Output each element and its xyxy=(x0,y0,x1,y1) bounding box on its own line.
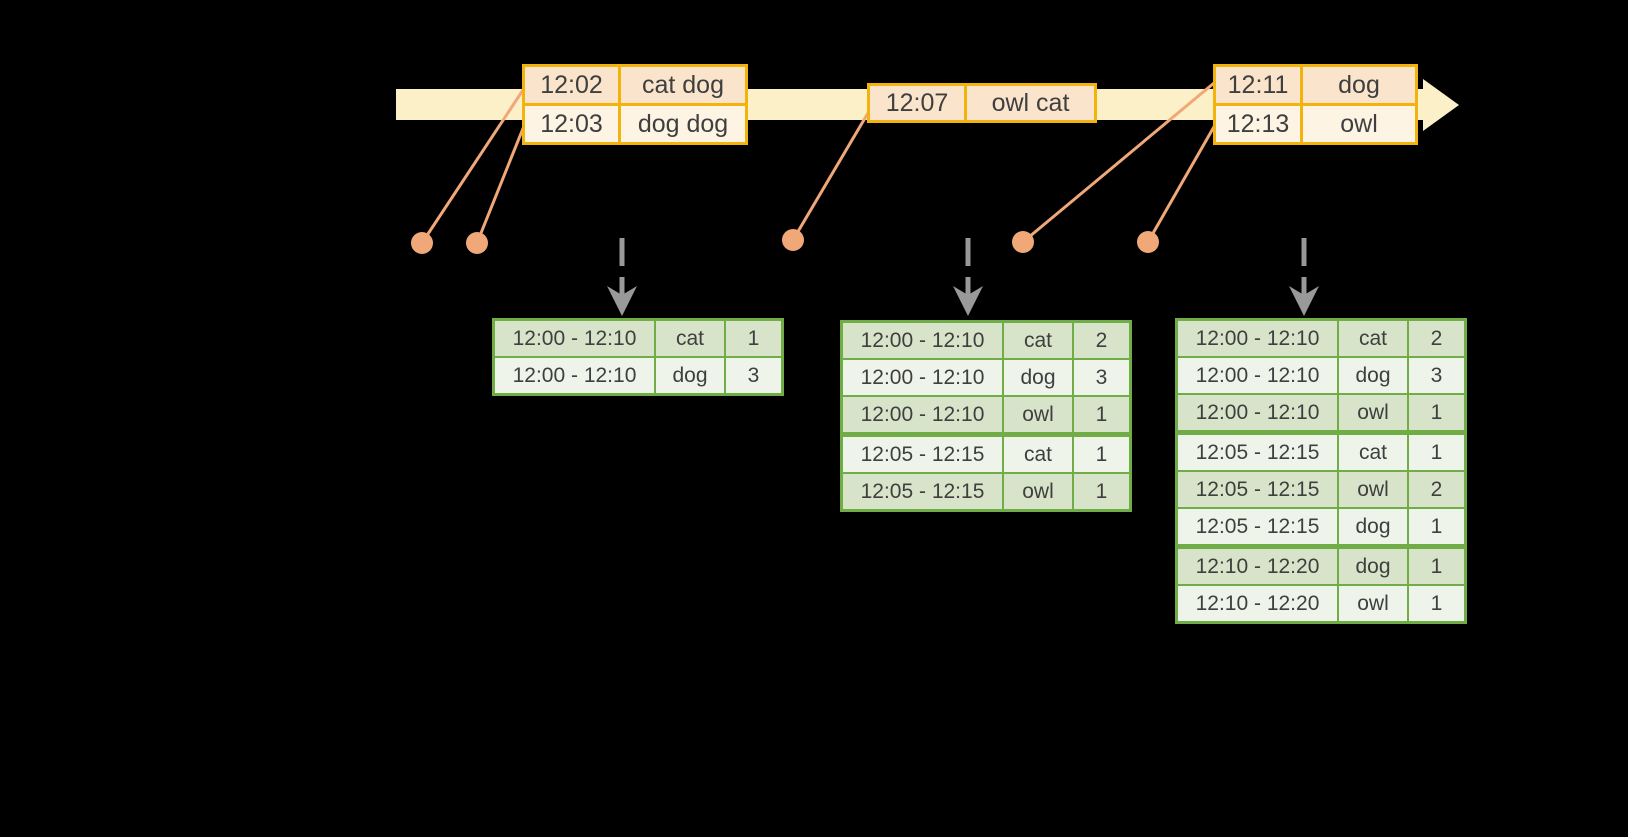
word-cell: cat xyxy=(1337,430,1409,472)
event-table-1: 12:02 cat dog 12:03 dog dog xyxy=(522,64,748,145)
table-row: 12:05 - 12:15 owl 2 xyxy=(1175,470,1467,509)
result-table-2: 12:00 - 12:10 cat 2 12:00 - 12:10 dog 3 … xyxy=(840,320,1132,512)
count-cell: 1 xyxy=(1072,395,1132,436)
count-cell: 1 xyxy=(724,318,784,358)
word-cell: owl xyxy=(1002,395,1074,436)
window-cell: 12:00 - 12:10 xyxy=(492,318,656,358)
window-cell: 12:05 - 12:15 xyxy=(840,432,1004,474)
event-words-cell: owl cat xyxy=(964,83,1097,123)
word-cell: owl xyxy=(1337,393,1409,434)
count-cell: 1 xyxy=(1407,507,1467,548)
window-cell: 12:00 - 12:10 xyxy=(1175,393,1339,434)
window-cell: 12:00 - 12:10 xyxy=(492,356,656,396)
count-cell: 3 xyxy=(724,356,784,396)
table-row: 12:10 - 12:20 dog 1 xyxy=(1175,544,1467,586)
window-cell: 12:05 - 12:15 xyxy=(1175,507,1339,548)
word-cell: cat xyxy=(654,318,726,358)
window-cell: 12:05 - 12:15 xyxy=(840,472,1004,512)
table-row: 12:03 dog dog xyxy=(522,103,748,145)
count-cell: 1 xyxy=(1407,393,1467,434)
event-dot xyxy=(411,232,433,254)
word-cell: cat xyxy=(1002,320,1074,360)
trigger-arrowhead-icon xyxy=(953,286,983,316)
word-cell: dog xyxy=(1002,358,1074,397)
table-row: 12:11 dog xyxy=(1213,64,1418,106)
trigger-arrowhead-icon xyxy=(607,286,637,316)
window-cell: 12:00 - 12:10 xyxy=(1175,356,1339,395)
table-row: 12:05 - 12:15 dog 1 xyxy=(1175,507,1467,548)
table-row: 12:13 owl xyxy=(1213,103,1418,145)
table-row: 12:05 - 12:15 cat 1 xyxy=(840,432,1132,474)
window-cell: 12:05 - 12:15 xyxy=(1175,430,1339,472)
event-words-cell: cat dog xyxy=(618,64,748,106)
timeline-arrowhead-icon xyxy=(1423,79,1459,131)
event-connector-line xyxy=(475,125,526,244)
count-cell: 1 xyxy=(1407,584,1467,624)
table-row: 12:00 - 12:10 owl 1 xyxy=(1175,393,1467,434)
window-cell: 12:00 - 12:10 xyxy=(840,395,1004,436)
count-cell: 3 xyxy=(1407,356,1467,395)
window-cell: 12:05 - 12:15 xyxy=(1175,470,1339,509)
table-row: 12:05 - 12:15 cat 1 xyxy=(1175,430,1467,472)
table-row: 12:05 - 12:15 owl 1 xyxy=(840,472,1132,512)
table-row: 12:10 - 12:20 owl 1 xyxy=(1175,584,1467,624)
event-words-cell: owl xyxy=(1300,103,1418,145)
word-cell: dog xyxy=(1337,507,1409,548)
count-cell: 1 xyxy=(1072,432,1132,474)
count-cell: 2 xyxy=(1407,318,1467,358)
event-dot xyxy=(782,229,804,251)
table-row: 12:07 owl cat xyxy=(867,83,1097,123)
word-cell: cat xyxy=(1002,432,1074,474)
result-table-3: 12:00 - 12:10 cat 2 12:00 - 12:10 dog 3 … xyxy=(1175,318,1467,624)
result-table-1: 12:00 - 12:10 cat 1 12:00 - 12:10 dog 3 xyxy=(492,318,784,396)
count-cell: 1 xyxy=(1072,472,1132,512)
table-row: 12:00 - 12:10 cat 2 xyxy=(1175,318,1467,358)
table-row: 12:00 - 12:10 dog 3 xyxy=(840,358,1132,397)
window-cell: 12:00 - 12:10 xyxy=(840,320,1004,360)
word-cell: dog xyxy=(654,356,726,396)
event-dot xyxy=(1012,231,1034,253)
word-cell: owl xyxy=(1337,584,1409,624)
table-row: 12:02 cat dog xyxy=(522,64,748,106)
table-row: 12:00 - 12:10 dog 3 xyxy=(492,356,784,396)
word-cell: dog xyxy=(1337,544,1409,586)
window-cell: 12:00 - 12:10 xyxy=(840,358,1004,397)
table-row: 12:00 - 12:10 owl 1 xyxy=(840,395,1132,436)
word-cell: owl xyxy=(1002,472,1074,512)
event-time-cell: 12:03 xyxy=(522,103,621,145)
event-dot xyxy=(466,232,488,254)
count-cell: 2 xyxy=(1072,320,1132,360)
count-cell: 1 xyxy=(1407,430,1467,472)
event-table-2: 12:07 owl cat xyxy=(867,83,1097,123)
event-time-cell: 12:02 xyxy=(522,64,621,106)
event-connector-line xyxy=(1146,124,1217,243)
table-row: 12:00 - 12:10 cat 1 xyxy=(492,318,784,358)
word-cell: dog xyxy=(1337,356,1409,395)
table-row: 12:00 - 12:10 cat 2 xyxy=(840,320,1132,360)
event-words-cell: dog xyxy=(1300,64,1418,106)
event-words-cell: dog dog xyxy=(618,103,748,145)
window-cell: 12:10 - 12:20 xyxy=(1175,584,1339,624)
table-row: 12:00 - 12:10 dog 3 xyxy=(1175,356,1467,395)
window-cell: 12:00 - 12:10 xyxy=(1175,318,1339,358)
word-cell: cat xyxy=(1337,318,1409,358)
event-table-3: 12:11 dog 12:13 owl xyxy=(1213,64,1418,145)
event-dot xyxy=(1137,231,1159,253)
trigger-arrowhead-icon xyxy=(1289,286,1319,316)
count-cell: 3 xyxy=(1072,358,1132,397)
word-cell: owl xyxy=(1337,470,1409,509)
count-cell: 1 xyxy=(1407,544,1467,586)
window-cell: 12:10 - 12:20 xyxy=(1175,544,1339,586)
event-time-cell: 12:07 xyxy=(867,83,967,123)
count-cell: 2 xyxy=(1407,470,1467,509)
event-connector-line xyxy=(791,112,870,241)
event-time-cell: 12:11 xyxy=(1213,64,1303,106)
event-time-cell: 12:13 xyxy=(1213,103,1303,145)
